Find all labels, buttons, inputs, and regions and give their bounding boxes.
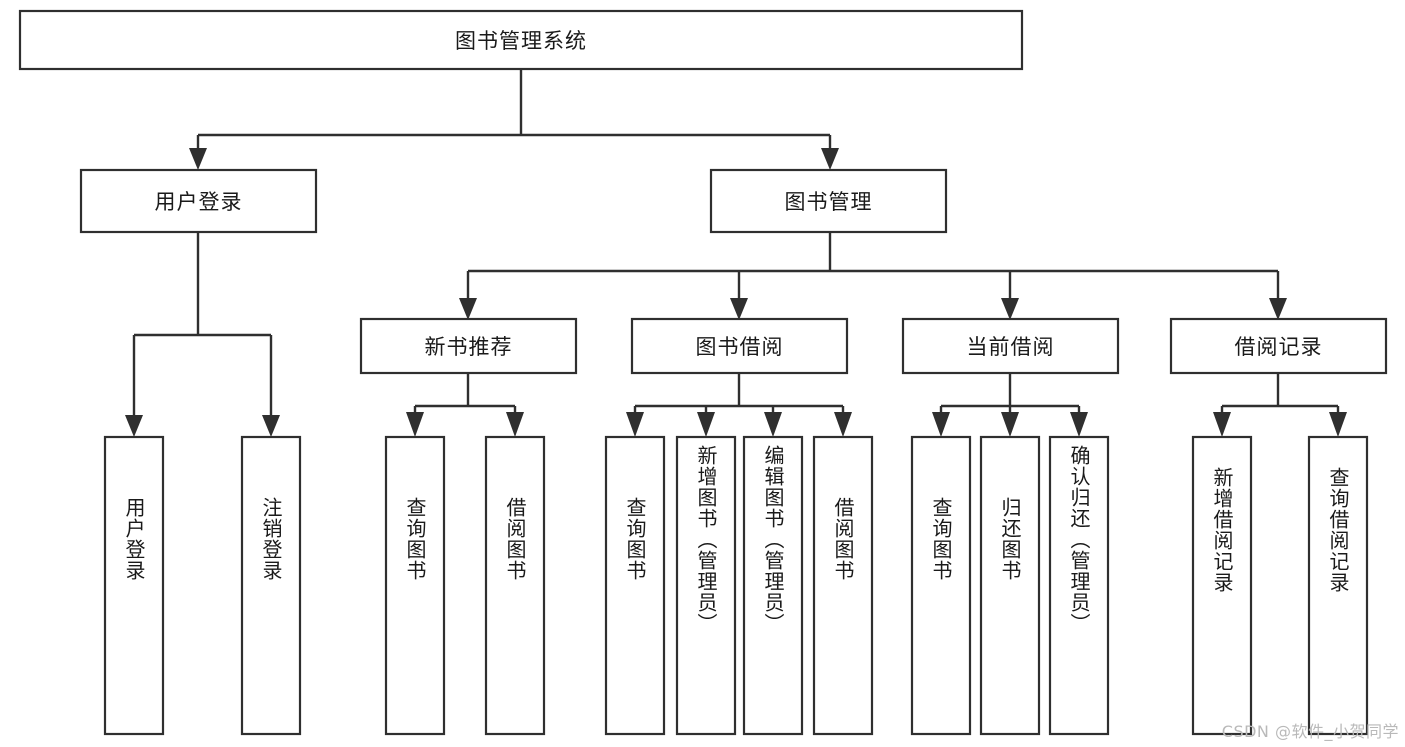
arrowhead-current-borrow: [1001, 298, 1019, 320]
arrowhead-borrow-record: [1269, 298, 1287, 320]
arrowhead-leaf-edit-book: [764, 412, 782, 437]
connector-layer: [125, 69, 1347, 437]
node-leaf-query-book-3[interactable]: [910, 435, 972, 736]
arrowhead-leaf-confirm-return: [1070, 412, 1088, 437]
node-leaf-confirm-return[interactable]: [1048, 435, 1110, 736]
node-leaf-add-book[interactable]: [675, 435, 737, 736]
arrowhead-leaf-query-book-3: [932, 412, 950, 437]
node-leaf-query-book-1[interactable]: [384, 435, 446, 736]
arrowhead-leaf-add-book: [697, 412, 715, 437]
arrowhead-leaf-user-logout: [262, 415, 280, 437]
arrowhead-user-login: [189, 148, 207, 170]
node-layer: [18, 9, 1388, 736]
arrowhead-leaf-query-book-2: [626, 412, 644, 437]
node-root[interactable]: [18, 9, 1024, 71]
node-book-borrow[interactable]: [630, 317, 849, 375]
arrowhead-book-manage: [821, 148, 839, 170]
node-book-manage[interactable]: [709, 168, 948, 234]
arrowhead-leaf-query-book-1: [406, 412, 424, 437]
node-leaf-edit-book[interactable]: [742, 435, 804, 736]
node-new-book-recommend[interactable]: [359, 317, 578, 375]
node-borrow-record[interactable]: [1169, 317, 1388, 375]
arrowhead-book-borrow: [730, 298, 748, 320]
node-leaf-query-record[interactable]: [1307, 435, 1369, 736]
arrowhead-new-book-recommend: [459, 298, 477, 320]
arrowhead-leaf-borrow-book-1: [506, 412, 524, 437]
node-leaf-user-login[interactable]: [103, 435, 165, 736]
node-leaf-borrow-book-2[interactable]: [812, 435, 874, 736]
arrowhead-leaf-return-book: [1001, 412, 1019, 437]
arrowhead-leaf-query-record: [1329, 412, 1347, 437]
node-leaf-return-book[interactable]: [979, 435, 1041, 736]
node-current-borrow[interactable]: [901, 317, 1120, 375]
node-leaf-query-book-2[interactable]: [604, 435, 666, 736]
node-leaf-borrow-book-1[interactable]: [484, 435, 546, 736]
arrowhead-leaf-user-login: [125, 415, 143, 437]
arrowhead-leaf-borrow-book-2: [834, 412, 852, 437]
node-leaf-user-logout[interactable]: [240, 435, 302, 736]
arrowhead-leaf-add-record: [1213, 412, 1231, 437]
node-leaf-add-record[interactable]: [1191, 435, 1253, 736]
node-user-login[interactable]: [79, 168, 318, 234]
